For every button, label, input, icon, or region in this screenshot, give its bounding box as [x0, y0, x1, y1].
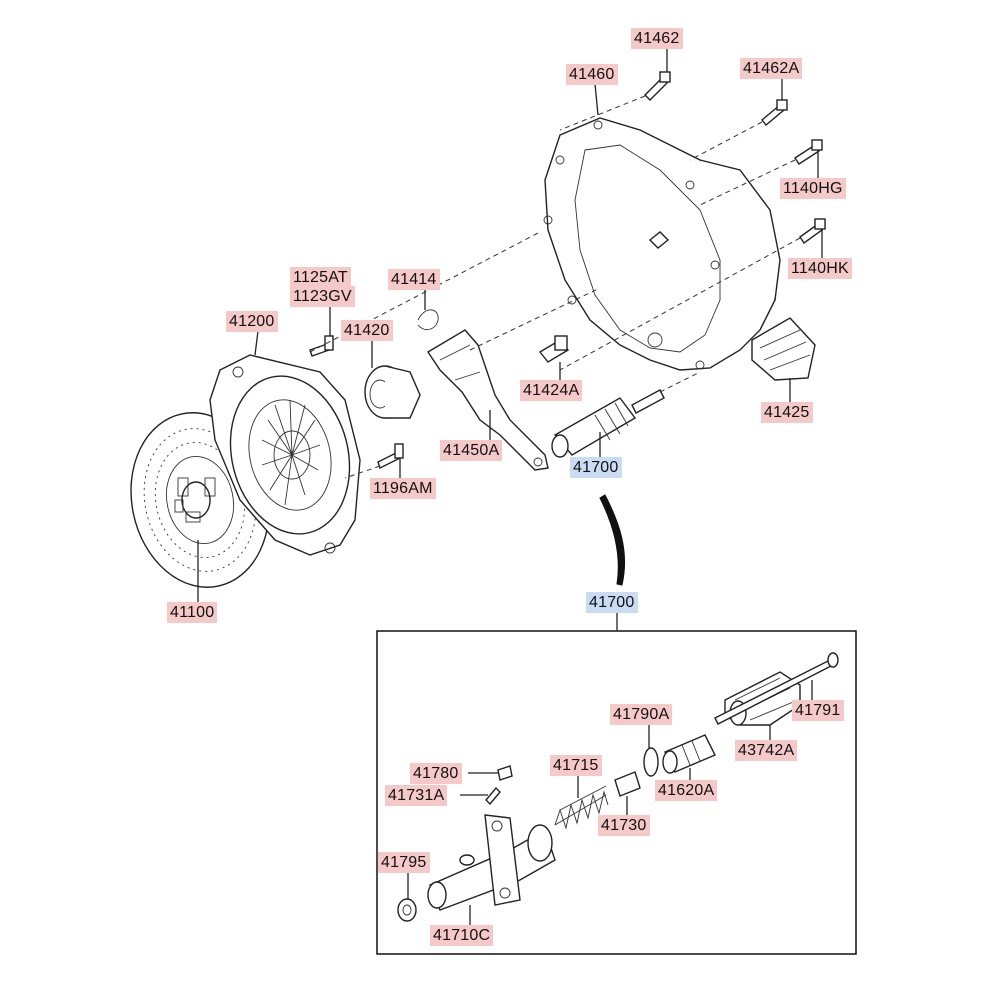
push-rod	[714, 652, 839, 725]
part-label-41462[interactable]: 41462	[631, 28, 683, 49]
part-label-41460[interactable]: 41460	[566, 64, 618, 85]
part-label-41424a[interactable]: 41424A	[520, 380, 583, 401]
part-label-41620a[interactable]: 41620A	[655, 780, 718, 801]
o-ring	[643, 747, 659, 777]
part-label-41200[interactable]: 41200	[226, 311, 278, 332]
detail-assembly-label-41700[interactable]: 41700	[586, 592, 638, 613]
part-label-41425[interactable]: 41425	[761, 402, 813, 423]
detail-arrow	[599, 494, 626, 586]
part-label-1125at[interactable]: 1125AT	[290, 267, 351, 288]
transmission-housing	[543, 117, 781, 371]
piston	[662, 734, 716, 774]
return-spring	[554, 785, 609, 830]
part-label-1123gv[interactable]: 1123GV	[290, 286, 355, 307]
part-label-41450a[interactable]: 41450A	[440, 440, 503, 461]
part-label-1196am[interactable]: 1196AM	[370, 478, 436, 499]
release-fork-pivot	[538, 335, 570, 363]
leader-lines-detail	[407, 680, 813, 925]
part-label-41715[interactable]: 41715	[550, 755, 602, 776]
part-label-41414[interactable]: 41414	[388, 269, 440, 290]
part-label-41710c[interactable]: 41710C	[430, 925, 494, 946]
part-label-41791[interactable]: 41791	[792, 700, 844, 721]
part-label-1140hg[interactable]: 1140HG	[780, 178, 846, 199]
spring-seat	[614, 771, 641, 797]
housing-bolt-41462A	[761, 99, 788, 126]
pressure-plate-bolt-upper	[309, 335, 334, 357]
bleeder-screw	[485, 786, 501, 806]
part-label-41790a[interactable]: 41790A	[610, 704, 673, 725]
slave-cylinder-body	[427, 814, 556, 911]
slave-cylinder-detail-box	[376, 612, 857, 955]
part-label-41780[interactable]: 41780	[410, 763, 462, 784]
housing-bolt-1140HG	[794, 139, 823, 165]
bushing	[397, 898, 417, 922]
pressure-plate-bolt-lower	[377, 443, 404, 469]
housing-bolt-1140HK	[799, 218, 826, 244]
leader-lines-upper	[197, 49, 823, 602]
part-label-43742a[interactable]: 43742A	[735, 740, 798, 761]
part-label-41795[interactable]: 41795	[378, 852, 430, 873]
part-label-41731a[interactable]: 41731A	[385, 785, 448, 806]
part-label-41730[interactable]: 41730	[598, 815, 650, 836]
release-fork	[427, 329, 549, 471]
part-label-41462a[interactable]: 41462A	[740, 58, 803, 79]
part-label-41420[interactable]: 41420	[341, 320, 393, 341]
release-fork-boot	[751, 317, 816, 381]
release-bearing	[364, 365, 421, 419]
assembly-label-41700[interactable]: 41700	[570, 457, 622, 478]
housing-bolt-41462	[644, 71, 671, 101]
pressure-plate	[209, 354, 361, 556]
part-label-1140hk[interactable]: 1140HK	[788, 258, 852, 279]
part-label-41100[interactable]: 41100	[167, 602, 218, 623]
bleeder-cap	[497, 765, 513, 781]
release-fork-clip	[417, 309, 439, 331]
slave-cylinder-assembly	[551, 389, 665, 458]
